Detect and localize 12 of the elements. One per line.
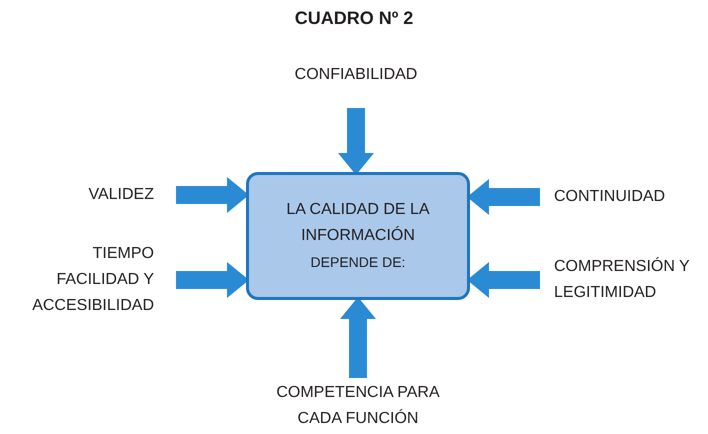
factor-label: VALIDEZ bbox=[88, 185, 154, 205]
factor-label: COMPRENSIÓN Y LEGITIMIDAD bbox=[554, 256, 690, 303]
factor-label: CONTINUIDAD bbox=[554, 187, 666, 207]
factor-label: CONFIABILIDAD bbox=[294, 65, 418, 85]
block-arrow bbox=[338, 108, 374, 175]
process-box bbox=[246, 172, 470, 300]
box-heading: LA CALIDAD DE LA INFORMACIÓN bbox=[285, 200, 431, 246]
block-arrow bbox=[340, 297, 376, 378]
diagram-title: CUADRO Nº 2 bbox=[294, 8, 414, 29]
box-subtext: DEPENDE DE: bbox=[310, 253, 406, 272]
factor-label: COMPETENCIA PARA CADA FUNCIÓN bbox=[275, 383, 441, 429]
factor-label: TIEMPO FACILIDAD Y ACCESIBILIDAD bbox=[31, 244, 154, 316]
